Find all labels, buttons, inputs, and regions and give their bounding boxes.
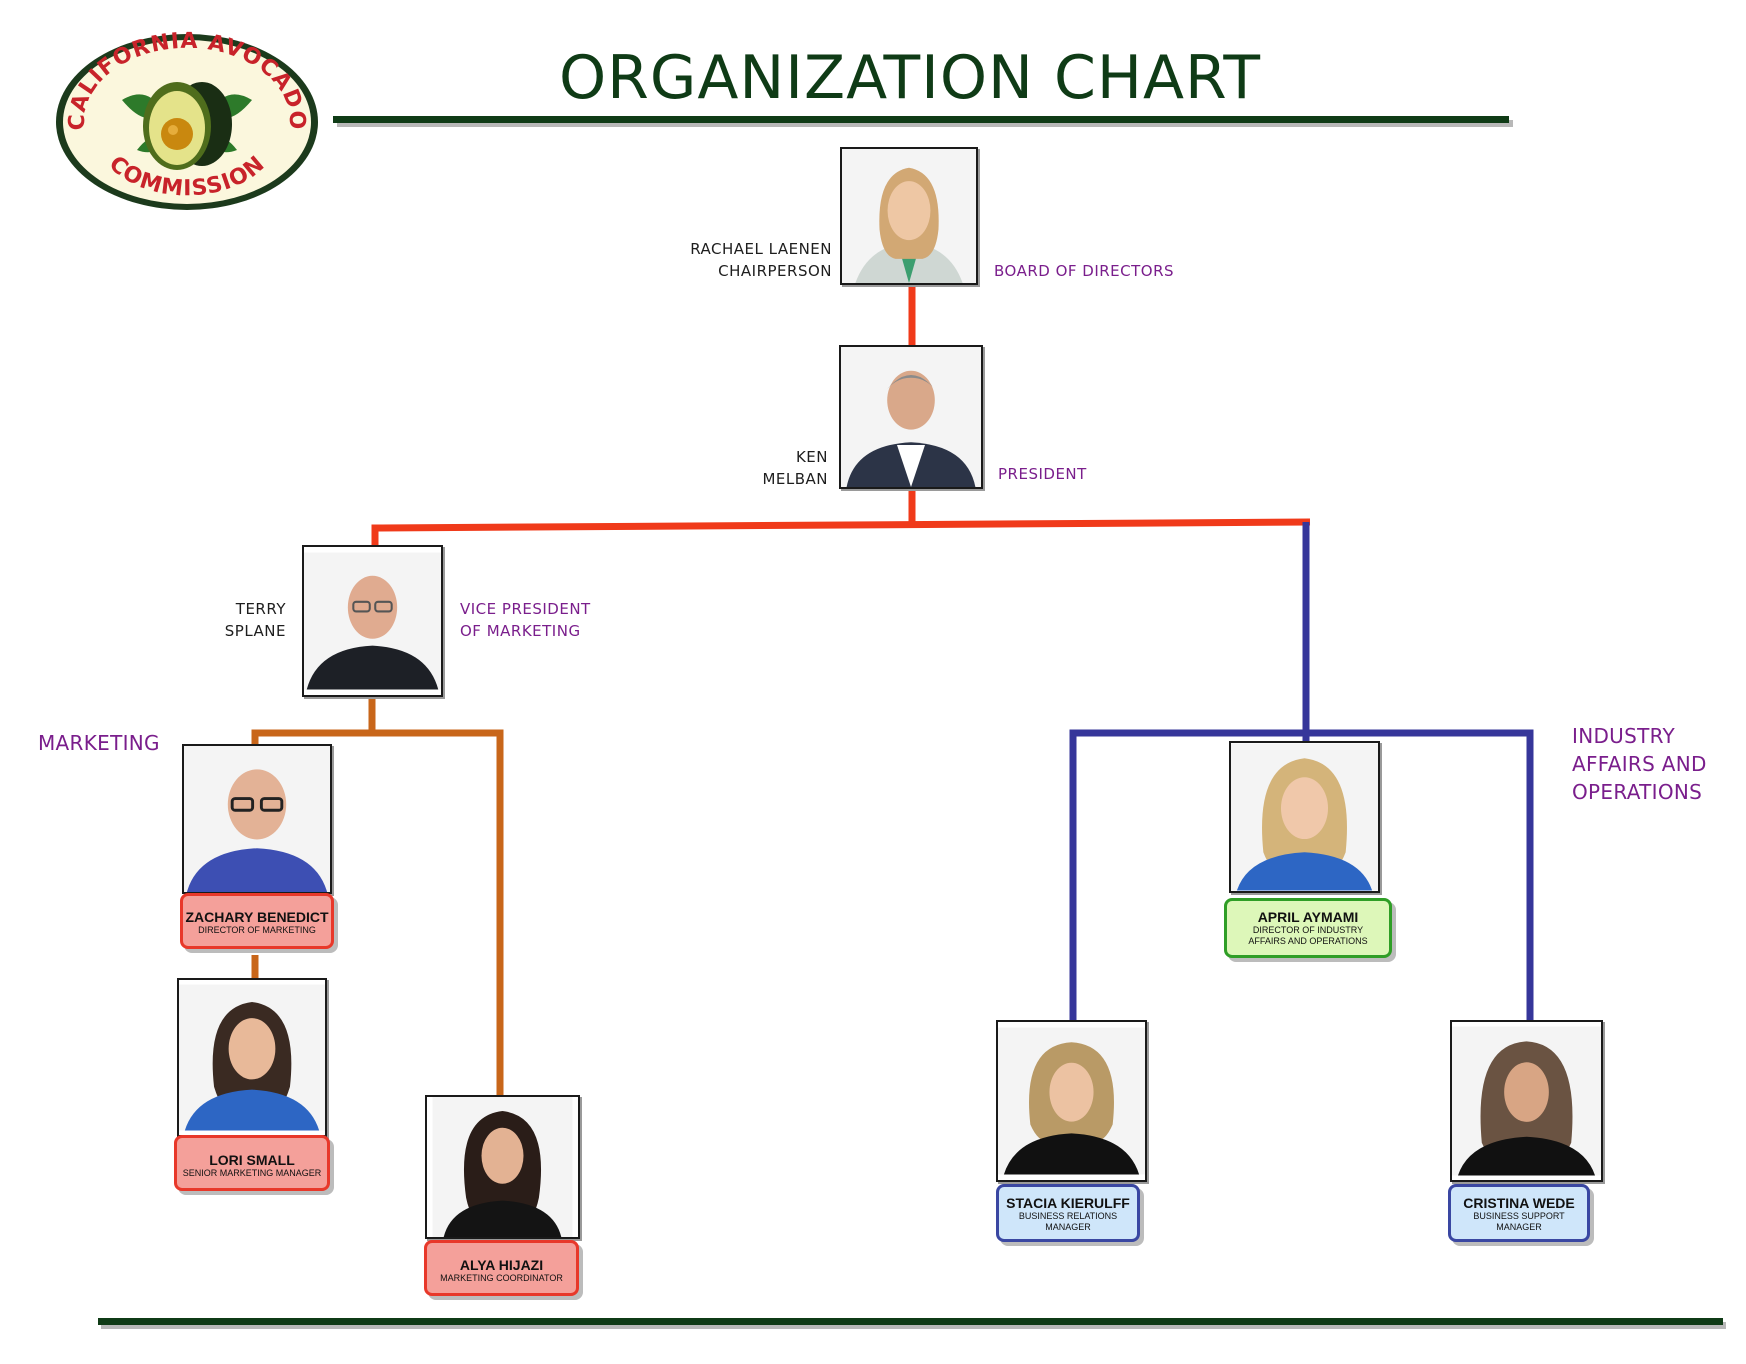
- president-photo: [839, 345, 983, 489]
- lori-name: LORI SMALL: [209, 1152, 295, 1168]
- president-name: KEN MELBAN: [700, 446, 828, 490]
- cristina-card: CRISTINA WEDE BUSINESS SUPPORT MANAGER: [1448, 1184, 1590, 1242]
- industry-connectors: [1069, 522, 1534, 1024]
- april-name: APRIL AYMAMI: [1257, 909, 1359, 925]
- industry-department-label: INDUSTRY AFFAIRS AND OPERATIONS: [1572, 722, 1707, 806]
- alya-title: MARKETING COORDINATOR: [440, 1273, 563, 1283]
- alya-photo: [425, 1095, 580, 1239]
- chair-name: RACHAEL LAENEN CHAIRPERSON: [600, 238, 832, 282]
- chair-name-line1: RACHAEL LAENEN: [690, 240, 832, 258]
- vp-name: TERRY SPLANE: [180, 598, 286, 642]
- industry-branch-line: [1069, 729, 1534, 1024]
- april-title-line1: DIRECTOR OF INDUSTRY: [1252, 925, 1364, 935]
- chair-photo: [840, 147, 978, 285]
- cristina-name: CRISTINA WEDE: [1463, 1195, 1575, 1211]
- president-role: PRESIDENT: [998, 465, 1087, 483]
- industry-label-line3: OPERATIONS: [1572, 780, 1703, 804]
- stacia-title-line2: MANAGER: [1045, 1222, 1091, 1232]
- cristina-title-line2: MANAGER: [1496, 1222, 1542, 1232]
- zachary-title: DIRECTOR OF MARKETING: [198, 925, 316, 935]
- zachary-photo: [182, 744, 332, 894]
- marketing-department-label: MARKETING: [38, 731, 160, 755]
- california-avocado-commission-logo: CALIFORNIA AVOCADO COMMISSION: [52, 29, 322, 214]
- vp-name-line1: TERRY: [235, 600, 286, 618]
- page-title: ORGANIZATION CHART: [558, 43, 1262, 113]
- lori-title: SENIOR MARKETING MANAGER: [182, 1168, 322, 1178]
- stacia-card: STACIA KIERULFF BUSINESS RELATIONS MANAG…: [996, 1184, 1140, 1242]
- zachary-name: ZACHARY BENEDICT: [185, 909, 329, 925]
- vp-name-line2: SPLANE: [224, 622, 286, 640]
- vp-role-line1: VICE PRESIDENT: [460, 600, 591, 618]
- industry-label-line2: AFFAIRS AND: [1572, 752, 1707, 776]
- april-card: APRIL AYMAMI DIRECTOR OF INDUSTRY AFFAIR…: [1224, 898, 1392, 958]
- president-connectors: [371, 284, 1311, 548]
- chair-role: BOARD OF DIRECTORS: [994, 262, 1175, 280]
- april-title-line2: AFFAIRS AND OPERATIONS: [1248, 936, 1368, 946]
- chair-title: CHAIRPERSON: [718, 262, 832, 280]
- bottom-divider: [98, 1318, 1723, 1325]
- vp-role: VICE PRESIDENT OF MARKETING: [460, 598, 591, 642]
- cristina-title-line1: BUSINESS SUPPORT: [1473, 1211, 1565, 1221]
- president-name-line1: KEN: [795, 448, 828, 466]
- lori-photo: [177, 978, 327, 1137]
- marketing-branch-line: [251, 729, 504, 1098]
- cristina-photo: [1450, 1020, 1603, 1182]
- president-name-line2: MELBAN: [762, 470, 828, 488]
- lori-card: LORI SMALL SENIOR MARKETING MANAGER: [174, 1135, 330, 1191]
- stacia-title-line1: BUSINESS RELATIONS: [1018, 1211, 1118, 1221]
- president-branch-line: [371, 518, 1311, 548]
- stacia-name: STACIA KIERULFF: [1006, 1195, 1130, 1211]
- alya-card: ALYA HIJAZI MARKETING COORDINATOR: [424, 1240, 579, 1296]
- vp-role-line2: OF MARKETING: [460, 622, 581, 640]
- marketing-connectors: [251, 697, 504, 1098]
- alya-name: ALYA HIJAZI: [459, 1257, 544, 1273]
- industry-label-line1: INDUSTRY: [1572, 724, 1676, 748]
- avocado-icon: [122, 82, 252, 170]
- vp-photo: [302, 545, 443, 697]
- stacia-photo: [996, 1020, 1147, 1182]
- april-photo: [1229, 741, 1380, 893]
- title-divider: [333, 116, 1509, 123]
- zachary-card: ZACHARY BENEDICT DIRECTOR OF MARKETING: [180, 893, 334, 949]
